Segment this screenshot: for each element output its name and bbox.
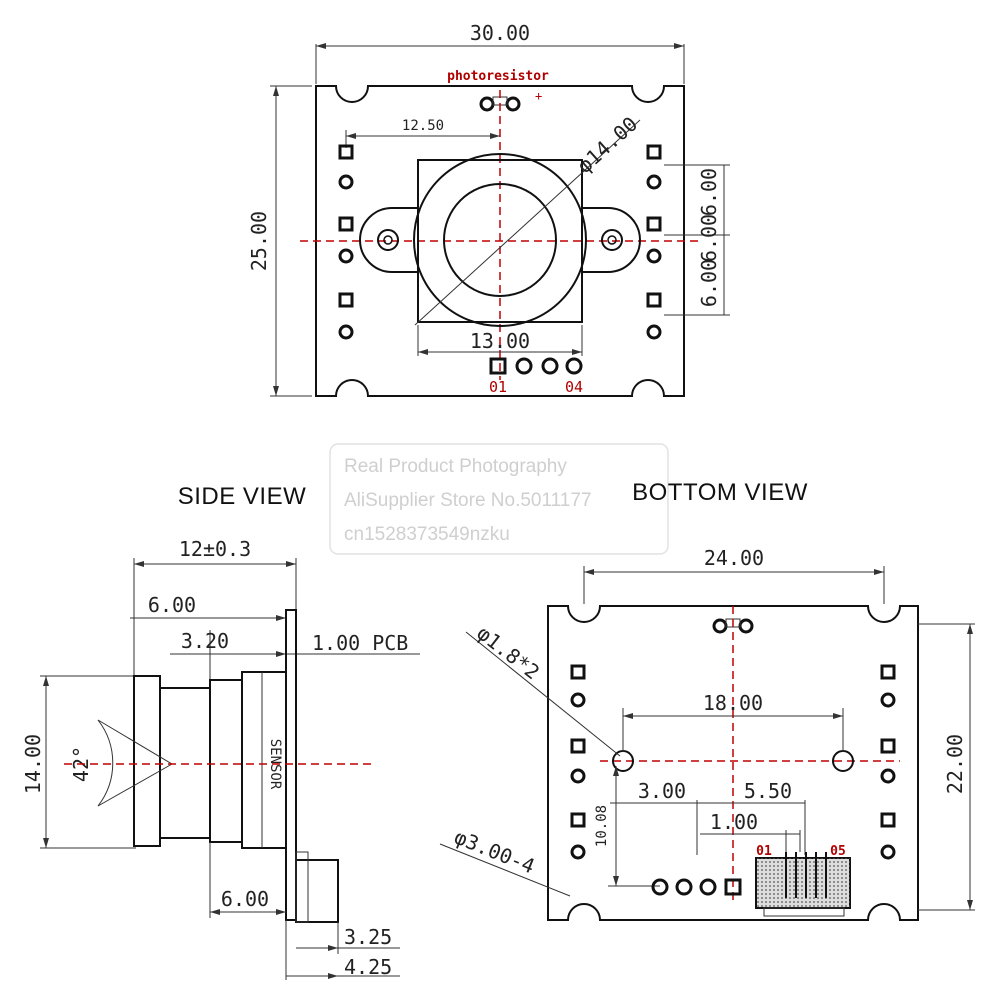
lens-barrel <box>159 687 211 839</box>
photoresistor-label: photoresistor <box>447 69 549 84</box>
holder-width-dim: 13.00 <box>470 329 530 353</box>
bottom-photoresistor-pin-icon <box>712 618 728 634</box>
photoresistor-pin-icon <box>505 96 521 112</box>
header-pin-icon <box>565 357 583 375</box>
top-view: 30.00 25.00 photoresistor + 12.50 <box>247 21 730 397</box>
pin-last-label: 04 <box>565 378 583 396</box>
top-height-dim: 25.00 <box>247 211 271 271</box>
side-lens-length-dim: 6.00 <box>148 593 196 617</box>
lens-holder <box>417 159 583 323</box>
bottom-view-title: BOTTOM VIEW <box>632 479 808 506</box>
side-mount-dim: 3.20 <box>181 629 229 653</box>
mount-hole-dim: φ3.00-4 <box>451 825 538 879</box>
top-pcb-outline <box>315 85 685 397</box>
watermark: Real Product Photography AliSupplier Sto… <box>329 443 669 555</box>
side-view-title: SIDE VIEW <box>178 483 307 510</box>
led-polarity-label: + <box>535 89 542 103</box>
watermark-line2: AliSupplier Store No.5011177 <box>344 490 592 511</box>
pin-first-label: 01 <box>489 378 507 396</box>
side-base-dim: 6.00 <box>221 887 269 911</box>
lens-diameter-dim: φ14.00 <box>572 112 642 178</box>
top-hole-spacing-dim: 12.50 <box>402 118 444 134</box>
header-pin-square-icon <box>489 357 507 375</box>
offset-right-dim: 5.50 <box>744 779 792 803</box>
lens-outer-ring <box>413 153 587 327</box>
ear-hole-left-icon <box>377 229 399 251</box>
holder-ear-left <box>359 207 418 273</box>
bottom-header-pin-icon <box>699 878 717 896</box>
side-connector-dim2: 4.25 <box>344 955 392 979</box>
bottom-width-dim: 24.00 <box>704 546 764 570</box>
connector-last-label: 05 <box>830 844 846 859</box>
bottom-header-pin-icon <box>651 878 669 896</box>
bottom-header-pin-icon <box>675 878 693 896</box>
small-hole-dim: φ1.8*2 <box>472 621 544 684</box>
top-width-dim: 30.00 <box>470 21 530 45</box>
watermark-line3: cn1528373549nzku <box>344 524 510 545</box>
fpc-connector <box>755 852 851 917</box>
led-pads-right <box>646 144 662 340</box>
offset-left-dim: 3.00 <box>638 779 686 803</box>
side-height-dim: 14.00 <box>21 734 45 794</box>
holder-ear-right <box>582 207 641 273</box>
bottom-header-pin-square-icon <box>724 878 742 896</box>
bottom-vertical-dim: 10.08 <box>594 805 610 847</box>
pitch-top-dim: 6.00 <box>697 168 721 216</box>
side-total-length-dim: 12±0.3 <box>179 537 251 561</box>
watermark-line1: Real Product Photography <box>344 456 567 477</box>
side-view: SIDE VIEW 12±0.3 6.00 3.20 1.00 PCB 14.0… <box>21 483 420 980</box>
header-pin-icon <box>515 357 533 375</box>
lens-front <box>133 675 161 847</box>
header-pin-icon <box>541 357 559 375</box>
connector-pitch-dim: 1.00 <box>710 810 758 834</box>
bottom-hole-spacing-dim: 18.00 <box>703 691 763 715</box>
ear-hole-right-icon <box>601 229 623 251</box>
bottom-led-pads-right <box>880 664 896 860</box>
side-connector <box>295 859 339 923</box>
led-pads-left <box>338 144 354 340</box>
lens-collar <box>209 679 243 843</box>
bottom-view: BOTTOM VIEW 24.00 22.00 φ1.8*2 <box>439 479 975 921</box>
bottom-height-dim: 22.00 <box>943 734 967 794</box>
bottom-photoresistor-pin-icon <box>738 618 754 634</box>
bottom-led-pads-left <box>570 664 586 860</box>
side-pcb <box>285 609 297 921</box>
pitch-bottom-dim: 6.00 <box>697 259 721 307</box>
photoresistor-pin-icon <box>479 96 495 112</box>
side-pcb-dim: 1.00 PCB <box>312 631 408 655</box>
connector-first-label: 01 <box>756 844 772 859</box>
lens-inner-ring <box>443 183 557 297</box>
bottom-pcb-outline <box>547 605 919 921</box>
side-connector-dim1: 3.25 <box>344 925 392 949</box>
pitch-mid-dim: 6.00 <box>697 214 721 262</box>
